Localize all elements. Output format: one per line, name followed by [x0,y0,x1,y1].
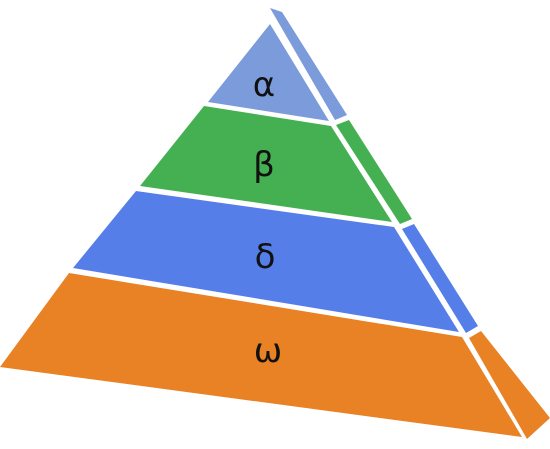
tier-omega-front [0,273,522,437]
tier-alpha-front [208,24,329,121]
tier-beta-front [140,106,392,222]
tier-delta-label: δ [255,237,276,277]
tier-omega-label: ω [254,331,282,371]
tier-delta-front [73,191,459,332]
tier-alpha-label: α [253,65,275,105]
tier-alpha: α [208,8,347,121]
tier-delta-side [402,224,478,333]
tier-alpha-side [270,8,347,120]
tier-delta: δ [73,191,478,333]
tier-beta-label: β [253,145,275,185]
tier-beta-side [336,120,412,224]
tier-beta: β [140,106,412,224]
tier-omega: ω [0,273,550,439]
tier-omega-side [469,331,550,439]
